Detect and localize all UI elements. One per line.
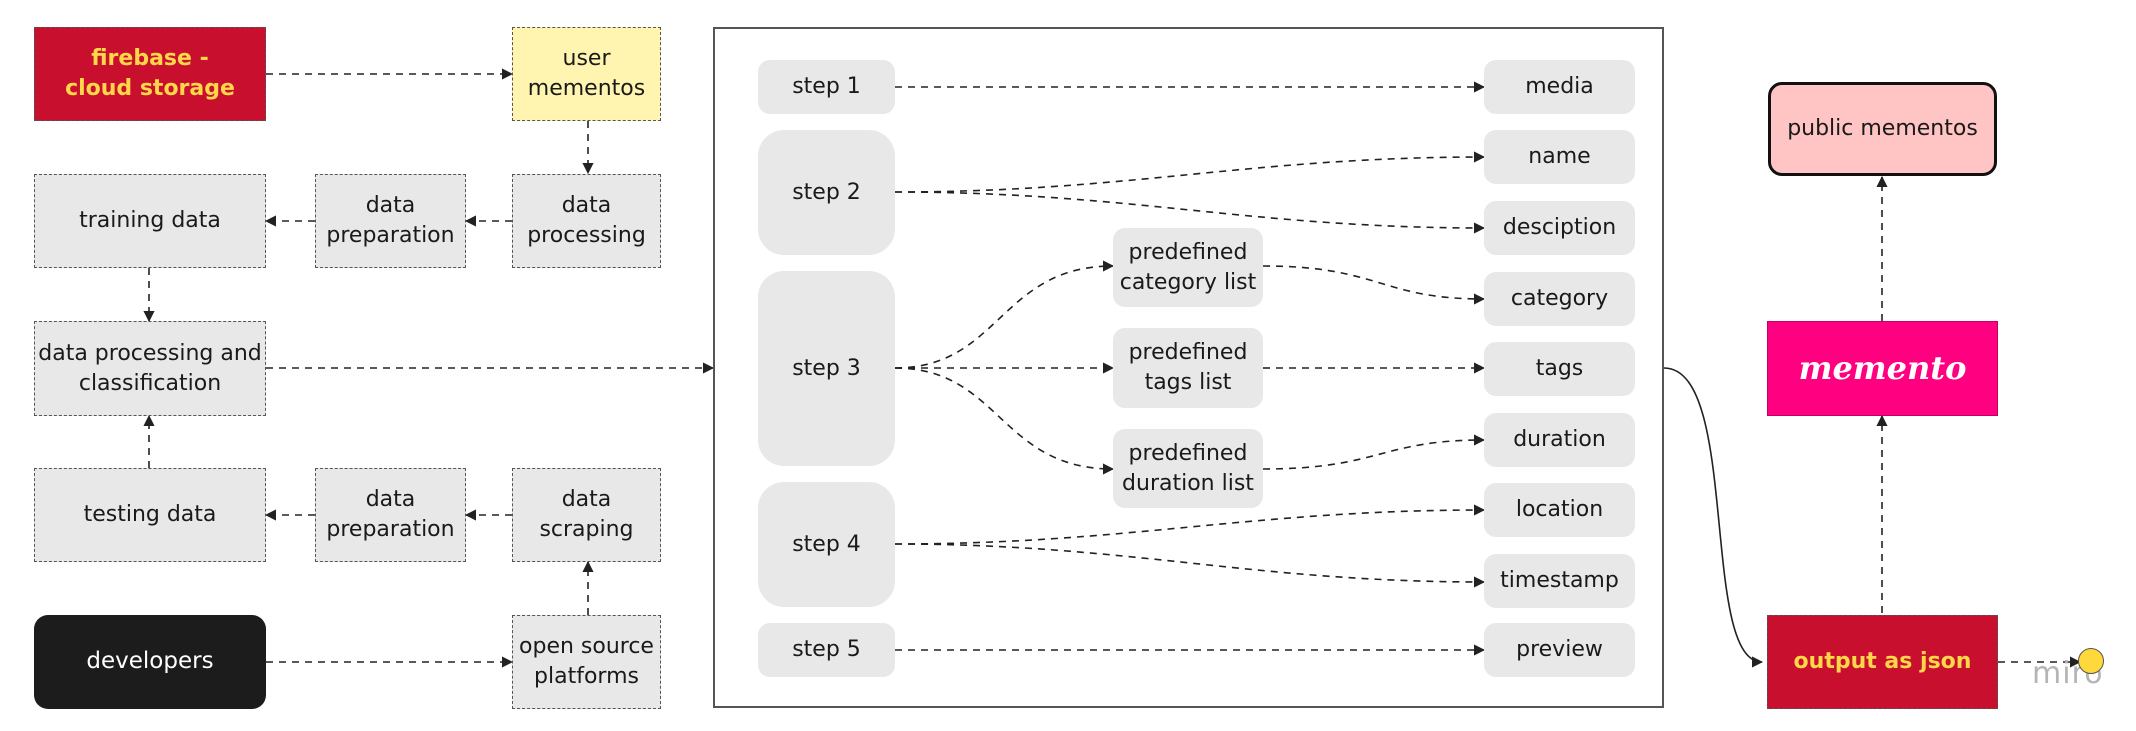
step-5-node[interactable]: step 5: [758, 623, 895, 677]
data-processing-node[interactable]: data processing: [512, 174, 661, 268]
memento-logo[interactable]: memento: [1767, 321, 1998, 416]
field-duration-label: duration: [1513, 427, 1606, 453]
user-mementos-label: user mementos: [527, 46, 646, 101]
predefined-category-list-label: predefined category list: [1119, 239, 1257, 295]
step-3-label: step 3: [792, 355, 861, 381]
predefined-category-list-node[interactable]: predefined category list: [1113, 228, 1263, 307]
field-location-node[interactable]: location: [1484, 483, 1635, 537]
training-data-node[interactable]: training data: [34, 174, 266, 268]
data-preparation-bottom-node[interactable]: data preparation: [315, 468, 466, 562]
data-preparation-top-node[interactable]: data preparation: [315, 174, 466, 268]
user-mementos-node[interactable]: user mementos: [512, 27, 661, 121]
field-tags-node[interactable]: tags: [1484, 342, 1635, 396]
testing-data-label: testing data: [83, 502, 217, 528]
open-source-platforms-node[interactable]: open source platforms: [512, 615, 661, 709]
edge-frame-to-output: [1663, 367, 1764, 668]
step-4-label: step 4: [792, 531, 861, 557]
predefined-duration-list-label: predefined duration list: [1122, 440, 1254, 496]
step-5-label: step 5: [792, 637, 861, 663]
developers-label: developers: [86, 648, 214, 675]
public-mementos-node[interactable]: public mementos: [1768, 82, 1997, 176]
data-preparation-bottom-label: data preparation: [326, 487, 455, 542]
predefined-duration-list-node[interactable]: predefined duration list: [1113, 429, 1263, 508]
data-processing-classification-node[interactable]: data processing and classification: [34, 321, 266, 416]
data-processing-classification-label: data processing and classification: [38, 340, 262, 396]
step-1-node[interactable]: step 1: [758, 60, 895, 114]
terminal-dot[interactable]: [2078, 648, 2104, 674]
data-processing-label: data processing: [527, 193, 646, 248]
predefined-tags-list-node[interactable]: predefined tags list: [1113, 328, 1263, 408]
training-data-label: training data: [79, 208, 221, 234]
field-name-label: name: [1528, 144, 1591, 170]
step-3-node[interactable]: step 3: [758, 271, 895, 466]
field-timestamp-label: timestamp: [1500, 568, 1619, 594]
firebase-label: firebase - cloud storage: [65, 46, 235, 101]
data-preparation-top-label: data preparation: [326, 193, 455, 248]
step-1-label: step 1: [792, 74, 861, 100]
field-timestamp-node[interactable]: timestamp: [1484, 554, 1635, 608]
steps-frame: [713, 27, 1664, 708]
field-media-node[interactable]: media: [1484, 60, 1635, 114]
developers-node[interactable]: developers: [34, 615, 266, 709]
public-mementos-label: public mementos: [1787, 116, 1978, 142]
field-description-node[interactable]: desciption: [1484, 201, 1635, 255]
data-scraping-label: data scraping: [539, 487, 634, 542]
step-2-node[interactable]: step 2: [758, 130, 895, 255]
testing-data-node[interactable]: testing data: [34, 468, 266, 562]
field-duration-node[interactable]: duration: [1484, 413, 1635, 467]
step-4-node[interactable]: step 4: [758, 482, 895, 607]
output-as-json-node[interactable]: output as json: [1767, 615, 1998, 709]
field-preview-node[interactable]: preview: [1484, 623, 1635, 677]
field-name-node[interactable]: name: [1484, 130, 1635, 184]
field-preview-label: preview: [1516, 637, 1603, 663]
field-description-label: desciption: [1502, 215, 1617, 241]
open-source-platforms-label: open source platforms: [519, 634, 654, 689]
field-location-label: location: [1515, 497, 1604, 523]
firebase-cloud-storage-node[interactable]: firebase - cloud storage: [34, 27, 266, 121]
field-category-node[interactable]: category: [1484, 272, 1635, 326]
field-category-label: category: [1510, 286, 1609, 312]
data-scraping-node[interactable]: data scraping: [512, 468, 661, 562]
memento-logo-text: memento: [1798, 348, 1967, 387]
field-media-label: media: [1525, 74, 1594, 100]
field-tags-label: tags: [1535, 356, 1584, 382]
step-2-label: step 2: [792, 179, 861, 205]
predefined-tags-list-label: predefined tags list: [1128, 340, 1248, 395]
output-as-json-label: output as json: [1793, 649, 1972, 675]
